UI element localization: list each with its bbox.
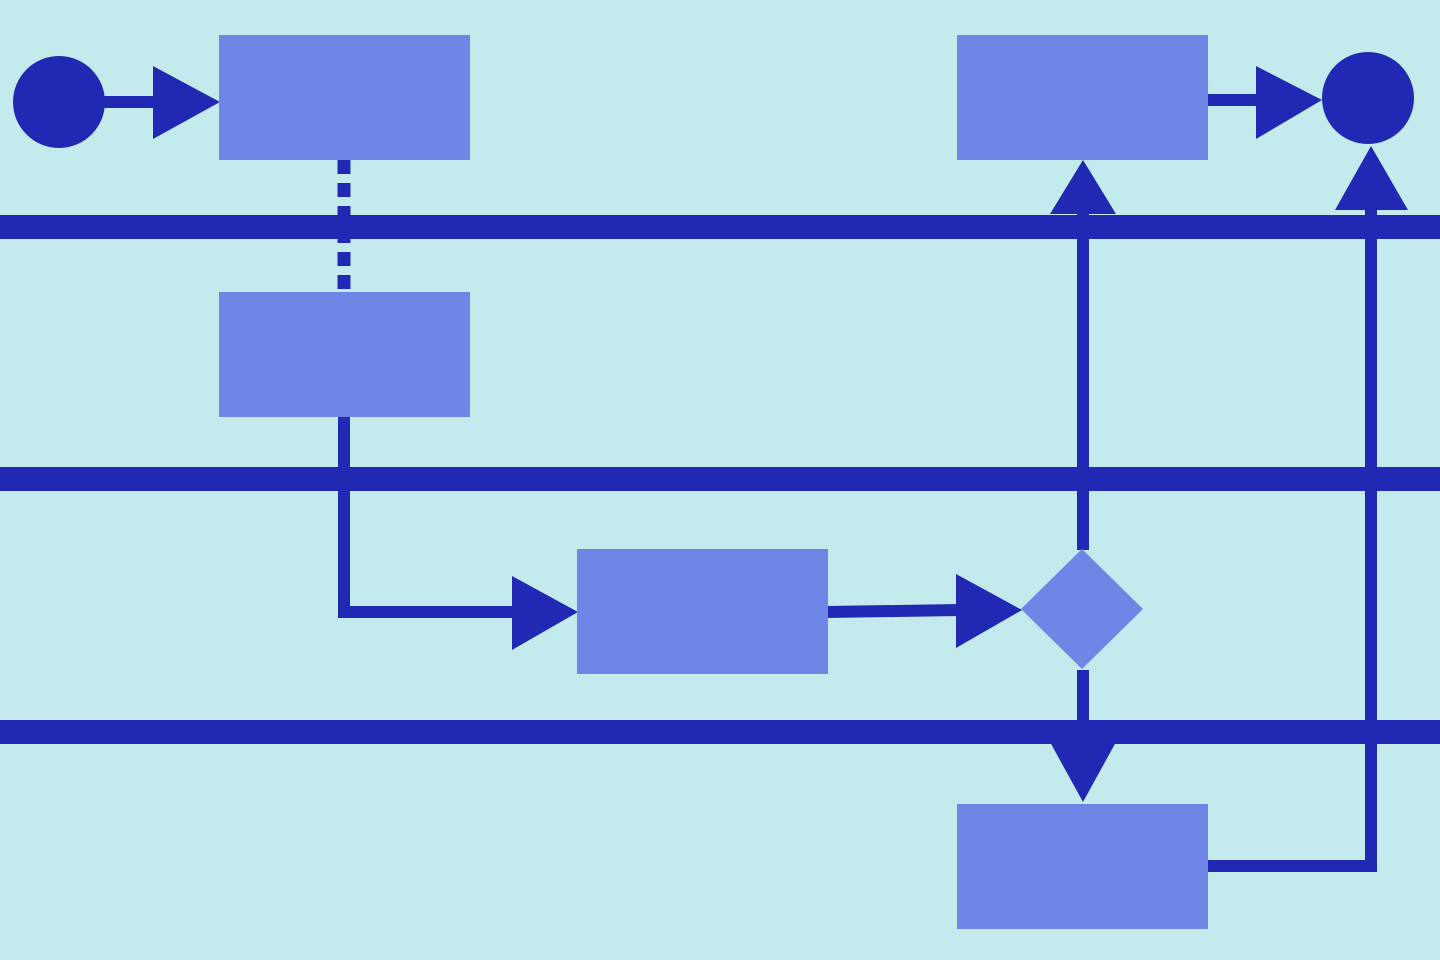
process-node-task-b[interactable] [219, 292, 470, 417]
arrowhead-icon [1050, 160, 1116, 214]
end-terminal[interactable] [1322, 52, 1414, 144]
process-node-task-c[interactable] [577, 549, 828, 674]
decision-node[interactable] [1021, 549, 1143, 669]
arrowhead-icon [1256, 66, 1322, 139]
lane-divider-1 [0, 215, 1440, 239]
arrowhead-icon [512, 576, 578, 650]
edge-decision-to-task-e [1050, 670, 1116, 802]
start-terminal[interactable] [13, 56, 105, 148]
arrowhead-icon [1050, 742, 1116, 802]
edge-task-b-to-task-c [338, 417, 578, 650]
edge-task-d-to-end [1207, 66, 1322, 139]
lane-divider-2 [0, 467, 1440, 491]
process-node-task-e[interactable] [957, 804, 1208, 929]
process-node-task-a[interactable] [219, 35, 470, 160]
edge-decision-to-task-d [1050, 160, 1116, 550]
edge-task-e-to-end [1207, 146, 1408, 872]
arrowhead-icon [1335, 146, 1408, 210]
process-node-task-d[interactable] [957, 35, 1208, 160]
edge-task-c-to-decision [826, 574, 1022, 648]
arrowhead-icon [153, 66, 220, 139]
lane-divider-3 [0, 720, 1440, 744]
edge-start-to-task-a [100, 66, 220, 139]
arrowhead-icon [956, 574, 1022, 648]
